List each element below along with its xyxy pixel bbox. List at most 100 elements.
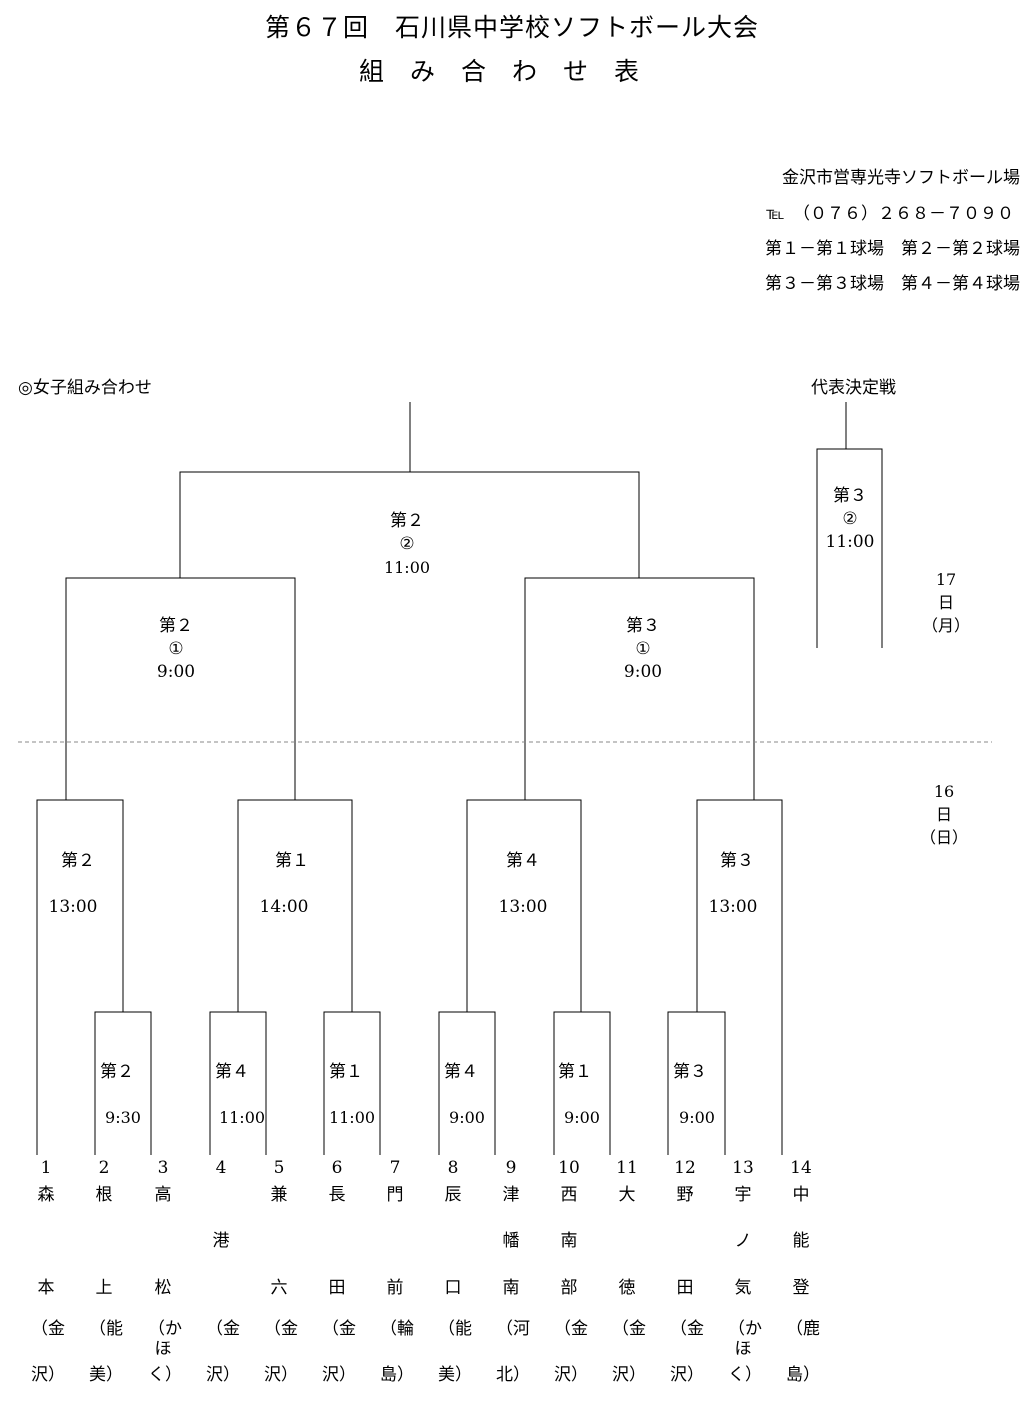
day-unit: 日 <box>937 593 954 612</box>
team-area-start: （輪 <box>380 1319 414 1339</box>
team-name-char-2: 南 <box>560 1231 578 1251</box>
day-number: 17 <box>935 570 957 589</box>
match-field: 第３ <box>720 851 754 871</box>
match-time: 9:00 <box>679 1108 715 1127</box>
match-field: 第４ <box>506 851 540 871</box>
venue-fields-1: 第１－第１球場 第２－第２球場 <box>765 239 1020 259</box>
team-number: 3 <box>157 1158 169 1178</box>
venue-name: 金沢市営専光寺ソフトボール場 <box>782 168 1020 188</box>
match-order: ② <box>842 509 858 529</box>
match-field: 第１ <box>329 1062 363 1082</box>
match-r1e: 第１ 9:00 <box>515 1049 635 1141</box>
team-name-char-1: 根 <box>95 1185 113 1205</box>
match-order: ① <box>635 639 651 659</box>
team-name-char-1: 西 <box>560 1185 578 1205</box>
team-area-start: （金 <box>264 1319 298 1339</box>
team-area-start: （か <box>148 1319 182 1339</box>
team-number: 1 <box>40 1158 52 1178</box>
match-time: 11:00 <box>825 532 875 552</box>
match-rep: 第３ ② 11:00 <box>790 485 910 554</box>
team-name-char-3: 気 <box>734 1278 752 1298</box>
match-time: 14:00 <box>259 897 309 917</box>
team-number: 10 <box>558 1158 580 1178</box>
match-r1b: 第４ 11:00 <box>172 1049 292 1141</box>
team-name-char-3: 上 <box>95 1278 113 1298</box>
match-r1c: 第１ 11:00 <box>286 1049 406 1141</box>
match-semi-left: 第２ ① 9:00 <box>116 615 236 684</box>
match-field: 第３ <box>673 1062 707 1082</box>
team-name-char-1: 宇 <box>734 1185 752 1205</box>
team-area-end: 島） <box>380 1365 414 1385</box>
team-name-char-3: 南 <box>502 1278 520 1298</box>
match-final: 第２ ② 11:00 <box>347 510 467 579</box>
team-number: 9 <box>505 1158 517 1178</box>
match-time: 13:00 <box>498 897 548 917</box>
team-number: 4 <box>215 1158 227 1178</box>
match-r1a: 第２ 9:30 <box>57 1049 177 1141</box>
day-of-week: （月） <box>921 616 970 635</box>
match-field: 第２ <box>159 616 193 636</box>
team-area-end: 北） <box>496 1365 530 1385</box>
team-number: 13 <box>732 1158 754 1178</box>
match-qf1: 第２ 13:00 <box>18 838 138 930</box>
match-time: 9:00 <box>449 1108 485 1127</box>
match-field: 第２ <box>100 1062 134 1082</box>
team-name-char-3: 部 <box>560 1278 578 1298</box>
day-of-week: （日） <box>919 828 968 847</box>
match-r1d: 第４ 9:00 <box>401 1049 521 1141</box>
team-area-start: （金 <box>206 1319 240 1339</box>
match-time: 13:00 <box>708 897 758 917</box>
team-area-end: 沢） <box>31 1365 65 1385</box>
team-number: 14 <box>790 1158 812 1178</box>
team-area-end: 島） <box>786 1365 820 1385</box>
team-name-char-2: ノ <box>734 1231 752 1251</box>
team-area-start: （金 <box>322 1319 356 1339</box>
match-field: 第４ <box>215 1062 249 1082</box>
team-area-start: （鹿 <box>786 1319 820 1339</box>
page-subtitle: 組み合わせ表 <box>358 57 665 86</box>
team-area-end: 沢） <box>322 1365 356 1385</box>
rep-title: 代表決定戦 <box>811 378 896 398</box>
match-semi-right: 第３ ① 9:00 <box>583 615 703 684</box>
match-time: 9:00 <box>623 662 663 682</box>
match-r1f: 第３ 9:00 <box>630 1049 750 1141</box>
team-name-char-3: 松 <box>154 1278 172 1298</box>
match-qf2: 第１ 14:00 <box>232 838 352 930</box>
match-field: 第３ <box>626 616 660 636</box>
team-number: 7 <box>389 1158 401 1178</box>
match-time: 13:00 <box>48 897 98 917</box>
match-qf3: 第４ 13:00 <box>463 838 583 930</box>
team-area-mid: ほ <box>734 1339 752 1359</box>
team-area-end: 沢） <box>264 1365 298 1385</box>
team-name-char-3: 田 <box>676 1278 694 1298</box>
match-time: 9:00 <box>156 662 196 682</box>
team-name-char-1: 津 <box>502 1185 520 1205</box>
team-number: 5 <box>273 1158 285 1178</box>
day-16: 16 日 （日） <box>914 780 974 849</box>
day-number: 16 <box>933 782 955 801</box>
match-time: 9:00 <box>564 1108 600 1127</box>
team-area-start: （金 <box>31 1319 65 1339</box>
team-area-end: 沢） <box>206 1365 240 1385</box>
match-field: 第１ <box>558 1062 592 1082</box>
team-area-start: （能 <box>438 1319 472 1339</box>
team-name-char-1: 大 <box>618 1185 636 1205</box>
team-name-char-3: 六 <box>270 1278 288 1298</box>
match-field: 第２ <box>61 851 95 871</box>
day-unit: 日 <box>935 805 952 824</box>
team-area-start: （金 <box>612 1319 646 1339</box>
team-area-end: 沢） <box>670 1365 704 1385</box>
team-name-char-3: 本 <box>37 1278 55 1298</box>
team-area-mid: ほ <box>154 1339 172 1359</box>
team-area-end: 美） <box>438 1365 472 1385</box>
venue-fields-2: 第３－第３球場 第４－第４球場 <box>765 274 1020 294</box>
team-number: 12 <box>674 1158 696 1178</box>
team-name-char-3: 徳 <box>618 1278 636 1298</box>
team-area-end: 沢） <box>612 1365 646 1385</box>
team-name-char-1: 門 <box>386 1185 404 1205</box>
team-name-char-1: 中 <box>792 1185 810 1205</box>
team-name-char-3: 口 <box>444 1278 462 1298</box>
match-order: ② <box>399 534 415 554</box>
team-name-char-1: 長 <box>328 1185 346 1205</box>
match-field: 第３ <box>833 486 867 506</box>
